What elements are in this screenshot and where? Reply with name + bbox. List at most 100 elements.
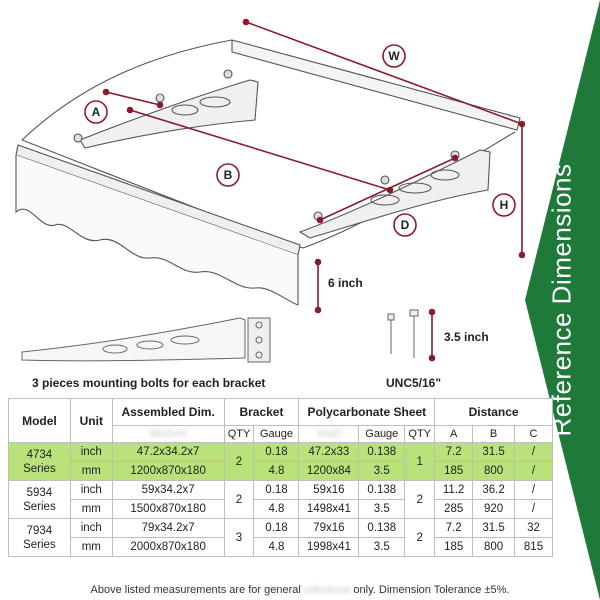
bolt-2-head — [409, 309, 419, 317]
distance-a-cell: 7.2 — [434, 442, 474, 462]
bracket-gauge-cell: 4.8 — [253, 499, 300, 519]
distance-a-cell: 185 — [434, 537, 474, 557]
distance-c-cell: / — [514, 480, 553, 500]
canopy-diagram: W A B D H — [15, 18, 525, 363]
bolt-length-label: 3.5 inch — [444, 330, 489, 344]
bracket-gauge-cell: 4.8 — [253, 537, 300, 557]
unit-cell: mm — [69, 537, 113, 557]
dim-label-b: B — [224, 168, 233, 182]
subheader-sheet-qty: QTY — [404, 425, 436, 443]
bolt-spec-label: UNC5/16" — [386, 376, 442, 390]
bracket-back-slot-2 — [171, 104, 199, 116]
distance-b-cell: 800 — [472, 537, 515, 557]
dim-label-d: D — [401, 218, 410, 232]
sheet-gauge-cell: 0.138 — [358, 442, 406, 462]
distance-c-cell: 32 — [514, 518, 553, 538]
header-distance: Distance — [434, 398, 553, 426]
dim-line-b — [129, 109, 391, 191]
plate-hole-2 — [255, 336, 263, 344]
footnote: Above listed measurements are for genera… — [0, 584, 600, 596]
unit-cell: inch — [69, 442, 113, 462]
header-bracket: Bracket — [223, 398, 300, 426]
bracket-qty-cell: 2 — [223, 442, 255, 481]
distance-c-cell: / — [514, 499, 553, 519]
dim-line-a — [105, 91, 161, 106]
distance-b-cell: 920 — [472, 499, 515, 519]
unit-cell: inch — [69, 518, 113, 538]
bracket-gauge-cell: 0.18 — [253, 442, 300, 462]
sheet-gauge-cell: 3.5 — [358, 499, 406, 519]
subheader-bracket-gauge: Gauge — [253, 425, 300, 443]
subheader-c: C — [514, 425, 553, 443]
bracket-back-slot-1 — [199, 96, 231, 108]
distance-a-cell: 185 — [434, 461, 474, 481]
distance-c-cell: 815 — [514, 537, 553, 557]
sheet-dim-cell: 47.2x33 — [298, 442, 360, 462]
dim-marker-h — [492, 193, 516, 217]
distance-a-cell: 7.2 — [434, 518, 474, 538]
bracket-gauge-cell: 0.18 — [253, 480, 300, 500]
bracket-qty-cell: 2 — [223, 480, 255, 519]
unit-cell: inch — [69, 480, 113, 500]
dim-label-w: W — [388, 49, 400, 63]
unit-cell: mm — [69, 499, 113, 519]
bolts-caption: 3 pieces mounting bolts for each bracket — [32, 376, 266, 390]
dim-line-w — [245, 21, 523, 125]
subheader-bracket-qty: QTY — [223, 425, 255, 443]
sheet-qty-cell: 2 — [404, 518, 436, 557]
header-assembled: Assembled Dim. — [111, 398, 225, 426]
sheet-dim-cell: 1498x41 — [298, 499, 360, 519]
sheet-dim-cell: 59x16 — [298, 480, 360, 500]
distance-b-cell: 36.2 — [472, 480, 515, 500]
knob-5 — [380, 175, 390, 185]
canopy-wall-rail — [231, 39, 521, 131]
canopy-sheet-curve — [21, 39, 233, 141]
sheet-qty-cell: 2 — [404, 480, 436, 519]
footnote-text: Above listed measurements are for genera… — [90, 584, 510, 596]
bracket-side-view — [21, 317, 246, 362]
subheader-sheet-blur: WxD — [298, 425, 360, 443]
distance-b-cell: 800 — [472, 461, 515, 481]
sheet-dim-cell: 1998x41 — [298, 537, 360, 557]
distance-c-cell: / — [514, 442, 553, 462]
header-sheet: Polycarbonate Sheet — [298, 398, 436, 426]
subheader-assembled-blur: WxDxH — [111, 425, 225, 443]
dim-label-a: A — [92, 105, 101, 119]
plate-hole-3 — [255, 351, 263, 359]
assembled-cell: 2000x870x180 — [111, 537, 225, 557]
canopy-front-curtain — [15, 155, 299, 306]
sheet-dim-cell: 79x16 — [298, 518, 360, 538]
bracket-gauge-cell: 0.18 — [253, 518, 300, 538]
dim-marker-b — [216, 163, 240, 187]
unit-cell: mm — [69, 461, 113, 481]
knob-3 — [73, 133, 83, 143]
distance-a-cell: 11.2 — [434, 480, 474, 500]
bracket-front-slot-1 — [398, 182, 432, 194]
distance-c-cell: / — [514, 461, 553, 481]
sheet-qty-cell: 1 — [404, 442, 436, 481]
assembled-cell: 47.2x34.2x7 — [111, 442, 225, 462]
dim-marker-a — [84, 100, 108, 124]
bracket-side-slot-1 — [170, 335, 200, 345]
knob-2 — [155, 93, 165, 103]
subheader-sheet-gauge: Gauge — [358, 425, 406, 443]
dim-line-d — [319, 157, 456, 221]
sheet-gauge-cell: 3.5 — [358, 461, 406, 481]
bracket-front-slot-3 — [430, 169, 460, 181]
knob-1 — [223, 69, 233, 79]
dim-label-h: H — [500, 198, 509, 212]
bolt-1-head — [387, 313, 395, 321]
bracket-qty-cell: 3 — [223, 518, 255, 557]
sheet-gauge-cell: 3.5 — [358, 537, 406, 557]
subheader-a: A — [434, 425, 474, 443]
sheet-gauge-cell: 0.138 — [358, 480, 406, 500]
plate-hole-1 — [255, 321, 263, 329]
